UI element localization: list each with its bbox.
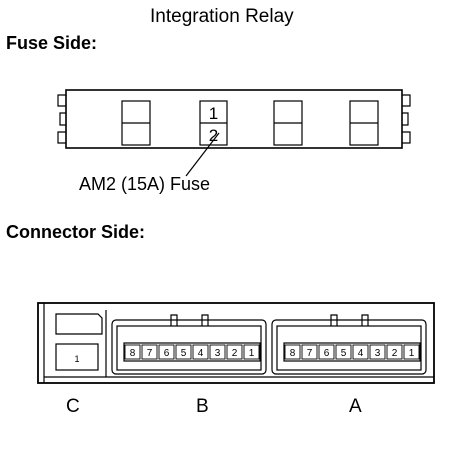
connector-a-pin-7: 7 — [307, 348, 313, 359]
diagram-title: Integration Relay — [150, 6, 294, 27]
connector-c — [55, 313, 103, 371]
connector-b-pin-2: 2 — [232, 348, 238, 359]
connector-a-label: A — [349, 396, 362, 417]
connector-c-label: C — [66, 396, 80, 417]
connector-a-pin-4: 4 — [358, 348, 364, 359]
connector-b-pin-cell — [226, 344, 243, 360]
connector-b-pin-cell — [158, 344, 175, 360]
connector-b-pin-6: 6 — [164, 348, 170, 359]
connector-b-pin-cell — [243, 344, 260, 360]
connector-a-pin-1: 1 — [409, 348, 415, 359]
fuse-slot-am2 — [199, 100, 228, 146]
fuse-slot-number-1: 1 — [209, 104, 218, 123]
connector-b-label: B — [196, 396, 209, 417]
connector-b-pin-cell — [175, 344, 192, 360]
am2-fuse-callout: AM2 (15A) Fuse — [79, 174, 211, 194]
connector-a-pin-8: 8 — [290, 348, 296, 359]
connector-a-pin-cell — [335, 344, 352, 360]
connector-a-pin-cell — [318, 344, 335, 360]
connector-a-pin-cell — [301, 344, 318, 360]
fuse-slot-number-2: 2 — [209, 126, 218, 145]
connector-b-pin-8: 8 — [130, 348, 136, 359]
callout-leader-line — [185, 132, 220, 177]
connector-a-pin-cell — [403, 344, 420, 360]
fuse-side-heading: Fuse Side: — [6, 33, 98, 53]
connector-b-pin-1: 1 — [249, 348, 255, 359]
connector-housing — [37, 302, 435, 384]
connector-b-pin-5: 5 — [181, 348, 187, 359]
connector-a-pin-5: 5 — [341, 348, 347, 359]
connector-b-pin-cell — [124, 344, 141, 360]
connector-a-pin-cell — [284, 344, 301, 360]
fuse-slot-1 — [121, 100, 151, 146]
connector-b-pin-7: 7 — [147, 348, 153, 359]
connector-a — [271, 314, 427, 375]
connector-a-pin-cell — [369, 344, 386, 360]
connector-side-heading: Connector Side: — [6, 222, 146, 242]
connector-a-pin-cell — [352, 344, 369, 360]
connector-b-pin-cell — [192, 344, 209, 360]
connector-b-pin-3: 3 — [215, 348, 221, 359]
connector-b-pin-cell — [209, 344, 226, 360]
fuse-slot-4 — [349, 100, 379, 146]
connector-a-pin-cell — [386, 344, 403, 360]
fuse-block — [57, 89, 411, 149]
connector-b-pin-cell — [141, 344, 158, 360]
connector-b — [111, 314, 267, 375]
connector-b-pin-4: 4 — [198, 348, 204, 359]
fuse-slot-3 — [273, 100, 303, 146]
connector-a-pin-6: 6 — [324, 348, 330, 359]
connector-c-pin-1: 1 — [74, 354, 79, 364]
connector-a-pin-3: 3 — [375, 348, 381, 359]
connector-a-pin-2: 2 — [392, 348, 398, 359]
